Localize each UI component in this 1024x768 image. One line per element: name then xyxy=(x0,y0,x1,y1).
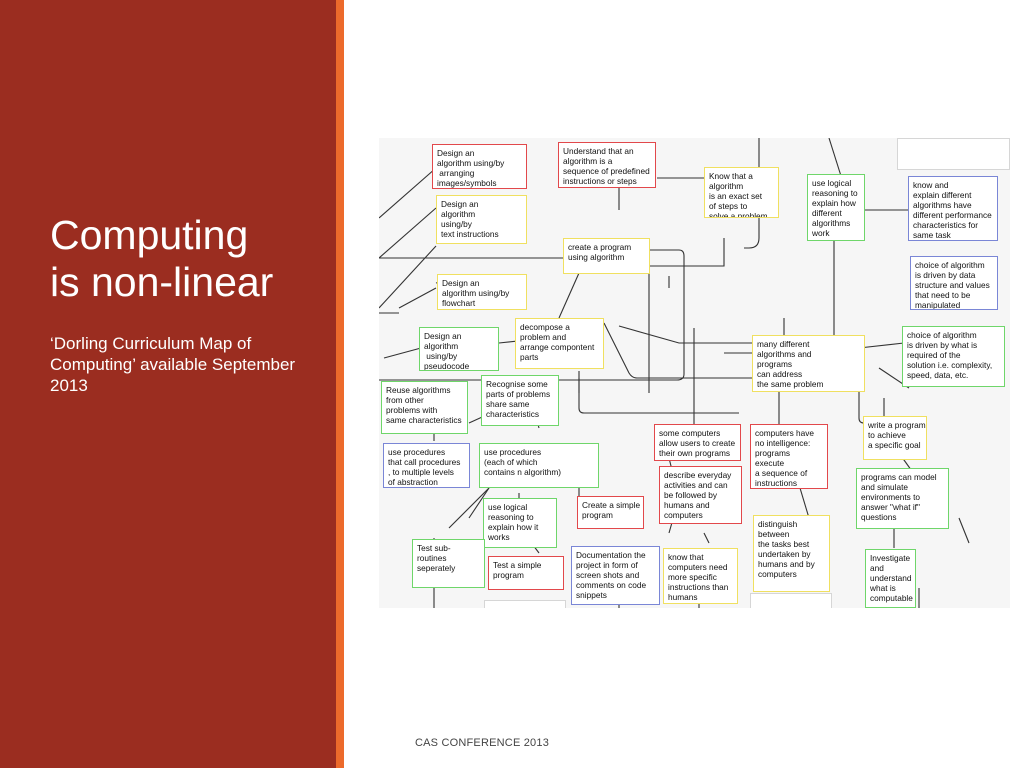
slide-title: Computing is non-linear xyxy=(50,212,330,306)
map-node: Recognise some parts of problems share s… xyxy=(481,375,559,426)
map-node: distinguish between the tasks best under… xyxy=(753,515,830,592)
map-node: know that computers need more specific i… xyxy=(663,548,738,604)
map-node: programs can model and simulate environm… xyxy=(856,468,949,529)
map-node: Design an algorithm using/by arranging i… xyxy=(432,144,527,189)
map-node: use logical reasoning to explain how dif… xyxy=(807,174,865,241)
title-line-1: Computing xyxy=(50,212,249,258)
map-node: choice of algorithm is driven by data st… xyxy=(910,256,998,310)
footer-text: CAS CONFERENCE 2013 xyxy=(415,737,550,749)
map-node: know and explain different algorithms ha… xyxy=(908,176,998,241)
cropped-box xyxy=(750,593,832,608)
map-node: Understand that an algorithm is a sequen… xyxy=(558,142,656,188)
map-node: Design an algorithm using/by flowchart xyxy=(437,274,527,310)
map-node: Reuse algorithms from other problems wit… xyxy=(381,381,468,434)
cropped-box xyxy=(484,600,566,608)
map-node: many different algorithms and programs c… xyxy=(752,335,865,392)
map-node: computers have no intelligence: programs… xyxy=(750,424,828,489)
map-node: Investigate and understand what is compu… xyxy=(865,549,916,608)
map-node: Create a simple program xyxy=(577,496,644,529)
title-line-2: is non-linear xyxy=(50,259,274,305)
slide-subtitle: ‘Dorling Curriculum Map of Computing’ av… xyxy=(50,334,296,395)
map-node: some computers allow users to create the… xyxy=(654,424,741,461)
map-node: decompose a problem and arrange componte… xyxy=(515,318,604,369)
map-node: Test a simple program xyxy=(488,556,564,590)
map-node: choice of algorithm is driven by what is… xyxy=(902,326,1005,387)
map-node: use procedures that call procedures , to… xyxy=(383,443,470,488)
cropped-box xyxy=(897,138,1010,170)
map-node: Design an algorithm using/by text instru… xyxy=(436,195,527,244)
map-node: describe everyday activities and can be … xyxy=(659,466,742,524)
map-node: write a program to achieve a specific go… xyxy=(863,416,927,460)
curriculum-map: Design an algorithm using/by arranging i… xyxy=(379,138,1010,608)
map-node: Know that a algorithm is an exact set of… xyxy=(704,167,779,218)
map-node: Test sub- routines seperately xyxy=(412,539,485,588)
map-node: create a program using algorithm xyxy=(563,238,650,274)
map-node: Design an algorithm using/by pseudocode xyxy=(419,327,499,371)
sidebar-panel xyxy=(0,0,336,768)
map-node: use logical reasoning to explain how it … xyxy=(483,498,557,548)
accent-strip xyxy=(336,0,344,768)
map-node: Documentation the project in form of scr… xyxy=(571,546,660,605)
map-node: use procedures (each of which contains n… xyxy=(479,443,599,488)
